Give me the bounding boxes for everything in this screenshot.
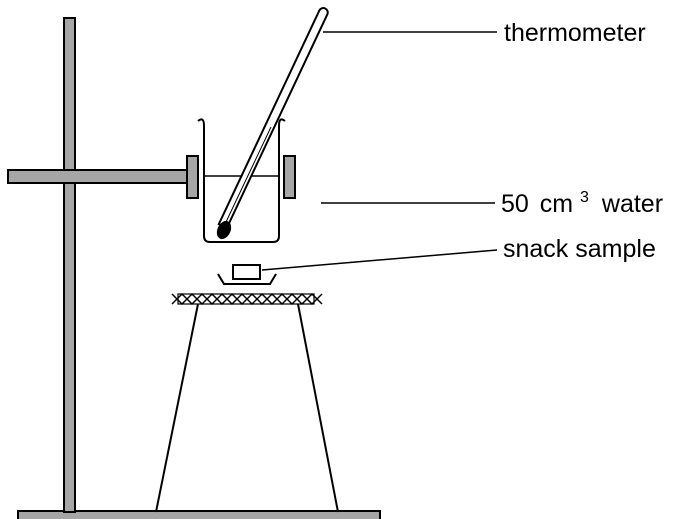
tripod-leg-left xyxy=(155,303,199,513)
thermometer-bulb xyxy=(216,220,232,240)
snack-sample-leader-line xyxy=(261,249,498,271)
thermometer-liquid xyxy=(225,126,272,223)
stand-rod xyxy=(63,17,76,513)
snack-sample-label: snack sample xyxy=(503,235,656,263)
water-amount: 50 xyxy=(501,190,529,218)
water-unit: cm xyxy=(540,190,573,218)
water-unit-exponent: 3 xyxy=(580,189,589,206)
water-label: 50 cm 3 water xyxy=(501,180,663,218)
tripod-leg-right xyxy=(297,303,339,513)
snack-sample xyxy=(232,264,261,280)
beaker xyxy=(197,118,286,243)
thermometer xyxy=(216,7,329,240)
gauze-mat xyxy=(171,292,323,306)
clamp-jaw-right xyxy=(283,155,296,199)
clamp-jaw-left xyxy=(186,155,199,199)
clamp-arm xyxy=(7,169,190,184)
sample-holder xyxy=(217,273,277,285)
stand-base xyxy=(17,510,381,519)
water-word: water xyxy=(601,190,663,218)
thermometer-label: thermometer xyxy=(504,19,646,47)
thermometer-stem xyxy=(217,7,329,230)
